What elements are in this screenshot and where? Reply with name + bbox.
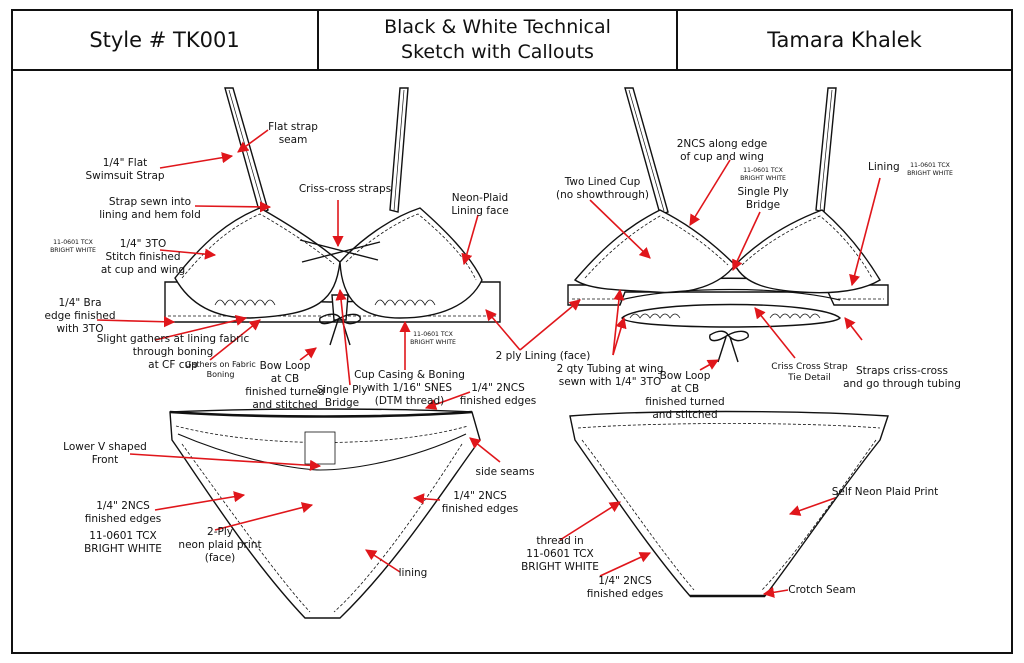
style-number: Style # TK001 bbox=[89, 28, 240, 52]
callout-flat-swimsuit-strap: 1/4" Flat Swimsuit Strap bbox=[85, 157, 165, 182]
color-code-d: 11-0601 TCX BRIGHT WHITE bbox=[907, 162, 953, 177]
callout-bra-edge: 1/4" Bra edge finished with 3TO bbox=[44, 297, 116, 335]
callout-two-ply-print: 2-Ply neon plaid print (face) bbox=[178, 526, 262, 564]
callout-side-seams: side seams bbox=[475, 466, 535, 478]
callout-arrows bbox=[96, 129, 881, 598]
callout-strap-sewn: Strap sewn into lining and hem fold bbox=[99, 196, 201, 221]
sheet-title-line2: Sketch with Callouts bbox=[401, 41, 594, 63]
callout-two-lined-cup: Two Lined Cup (no showthrough) bbox=[555, 176, 649, 201]
callout-self-neon-plaid: Self Neon Plaid Print bbox=[831, 486, 939, 498]
color-code-c: 11-0601 TCX BRIGHT WHITE bbox=[740, 167, 786, 182]
callout-two-qty-tubing: 2 qty Tubing at wing sewn with 1/4" 3TO bbox=[556, 363, 664, 388]
callout-3to-stitch: 1/4" 3TO Stitch finished at cup and wing bbox=[100, 238, 186, 276]
callout-gathers-boning: Gathers on Fabric Boning bbox=[185, 360, 256, 379]
bottom-back-sketch bbox=[569, 410, 889, 598]
sheet-title: Black & White Technical Sketch with Call… bbox=[319, 10, 676, 70]
frame bbox=[11, 9, 1013, 654]
callout-thread-in: thread in 11-0601 TCX BRIGHT WHITE bbox=[521, 535, 599, 573]
bra-front-sketch bbox=[164, 87, 501, 346]
callout-2ncs-right: 1/4" 2NCS finished edges bbox=[441, 490, 519, 515]
callout-two-ply-lining: 2 ply Lining (face) bbox=[495, 350, 591, 362]
color-code-e: 11-0601 TCX BRIGHT WHITE bbox=[84, 530, 162, 555]
callout-criss-cross-tie: Criss Cross Strap Tie Detail bbox=[771, 362, 848, 383]
callout-2ncs-cup-wing: 2NCS along edge of cup and wing bbox=[676, 138, 768, 163]
designer-name: Tamara Khalek bbox=[767, 28, 922, 52]
callout-2ncs-top: 1/4" 2NCS finished edges bbox=[459, 382, 537, 407]
callout-cup-casing: Cup Casing & Boning with 1/16" SNES (DTM… bbox=[354, 369, 465, 407]
callout-straps-criss-cross: Straps criss-cross and go through tubing bbox=[843, 365, 961, 390]
bra-back-sketch bbox=[567, 87, 889, 363]
callout-criss-cross-straps: Criss-cross straps bbox=[298, 183, 392, 195]
callout-lining-bottom: lining bbox=[398, 567, 428, 579]
callout-slight-gathers: Slight gathers at lining fabric through … bbox=[96, 333, 250, 371]
sheet-title-line1: Black & White Technical bbox=[384, 16, 611, 38]
callout-crotch-seam: Crotch Seam bbox=[788, 584, 856, 596]
callout-2ncs-back: 1/4" 2NCS finished edges bbox=[586, 575, 664, 600]
callout-single-ply-bridge-back: Single Ply Bridge bbox=[737, 186, 789, 211]
callout-lower-v-front: Lower V shaped Front bbox=[63, 441, 147, 466]
color-code-a: 11-0601 TCX BRIGHT WHITE bbox=[50, 239, 96, 254]
callout-bow-loop-front: Bow Loop at CB finished turned and stitc… bbox=[245, 360, 325, 411]
callout-lining: Lining bbox=[868, 161, 900, 173]
callout-neon-plaid-lining: Neon-Plaid Lining face bbox=[451, 192, 509, 217]
callout-flat-strap-seam: Flat strap seam bbox=[268, 121, 318, 146]
color-code-b: 11-0601 TCX BRIGHT WHITE bbox=[410, 331, 456, 346]
callout-bow-loop-back: Bow Loop at CB finished turned and stitc… bbox=[645, 370, 725, 421]
callout-2ncs-left: 1/4" 2NCS finished edges bbox=[84, 500, 162, 525]
callout-single-ply-bridge-front: Single Ply Bridge bbox=[316, 384, 368, 409]
